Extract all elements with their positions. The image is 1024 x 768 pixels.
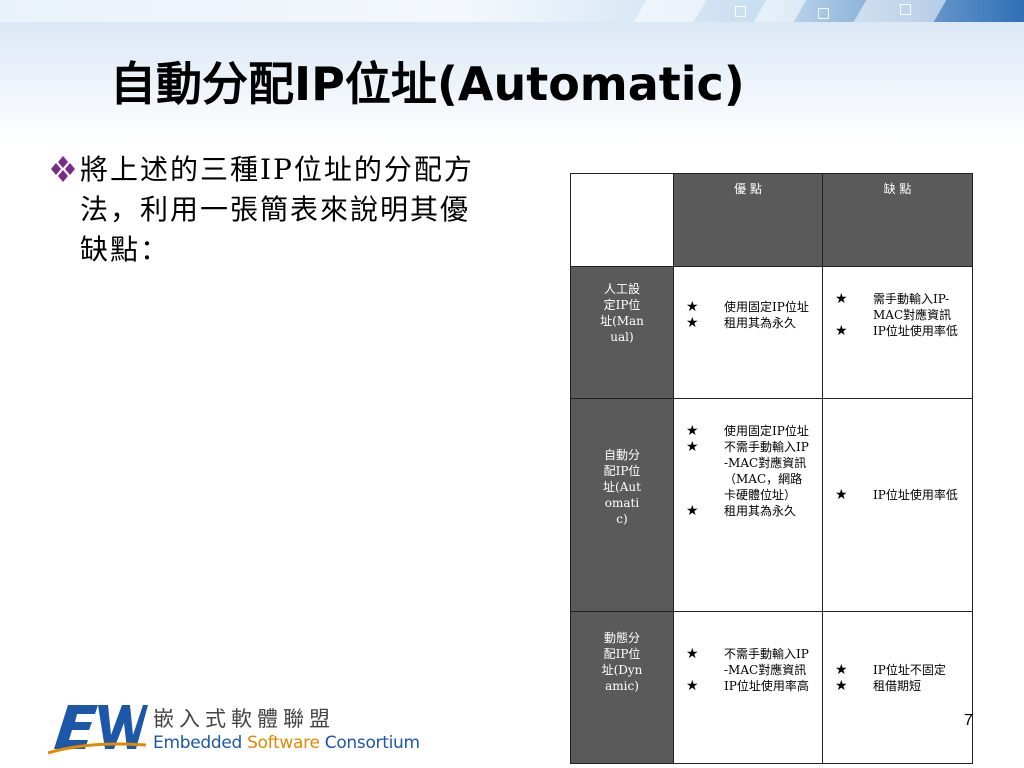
comparison-table: 優 點 缺 點 人工設定IP位址(Manual) ★使用固定IP位址 ★租用其為…: [570, 173, 973, 764]
pros-cell: ★使用固定IP位址 ★租用其為永久: [673, 266, 823, 399]
title-background: [0, 22, 1024, 142]
cons-cell: ★IP位址不固定 ★租借期短: [822, 611, 973, 764]
diamond-cluster-icon: [51, 156, 75, 182]
logo-chinese: 嵌入式軟體聯盟: [153, 707, 335, 731]
row-label: 人工設定IP位址(Manual): [570, 266, 674, 399]
list-item: ★租借期短: [835, 678, 922, 694]
list-item: ★不需手動輸入IP-MAC對應資訊: [686, 646, 809, 677]
consortium-logo: 嵌入式軟體聯盟 Embedded Software Consortium: [48, 697, 420, 757]
star-icon: ★: [686, 503, 699, 519]
star-icon: ★: [835, 487, 848, 503]
star-icon: ★: [686, 646, 699, 662]
star-icon: ★: [686, 315, 699, 331]
star-icon: ★: [835, 678, 848, 694]
list-item: ★不需手動輸入IP-MAC對應資訊（MAC，網路卡硬體位址）: [686, 439, 809, 502]
page-number: 7: [964, 712, 973, 729]
row-label: 動態分配IP位址(Dynamic): [570, 611, 674, 764]
list-item: ★租用其為永久: [686, 503, 797, 519]
cons-cell: ★需手動輸入IP-MAC對應資訊 ★IP位址使用率低: [822, 266, 973, 399]
slide-title: 自動分配IP位址(Automatic): [110, 57, 745, 111]
list-item: ★需手動輸入IP-MAC對應資訊: [835, 291, 952, 322]
list-item: ★使用固定IP位址: [686, 299, 809, 315]
esw-logo-icon: [48, 705, 148, 755]
row-label: 自動分配IP位址(Automatic): [570, 398, 674, 612]
bullet-text: 將上述的三種IP位址的分配方法，利用一張簡表來說明其優缺點：: [80, 153, 474, 266]
star-icon: ★: [835, 662, 848, 678]
list-item: ★租用其為永久: [686, 315, 797, 331]
list-item: ★使用固定IP位址: [686, 423, 809, 439]
header-blank-cell: [570, 173, 674, 267]
table-row: 自動分配IP位址(Automatic) ★使用固定IP位址 ★不需手動輸入IP-…: [570, 398, 973, 612]
logo-english: Embedded Software Consortium: [153, 733, 420, 753]
star-icon: ★: [686, 299, 699, 315]
list-item: ★IP位址使用率高: [686, 678, 809, 694]
star-icon: ★: [686, 678, 699, 694]
list-item: ★IP位址使用率低: [835, 323, 958, 339]
header-pros: 優 點: [673, 173, 823, 267]
table-row: 人工設定IP位址(Manual) ★使用固定IP位址 ★租用其為永久 ★需手動輸…: [570, 266, 973, 399]
cons-cell: ★IP位址使用率低: [822, 398, 973, 612]
star-icon: ★: [835, 291, 848, 307]
star-icon: ★: [835, 323, 848, 339]
list-item: ★IP位址不固定: [835, 662, 946, 678]
star-icon: ★: [686, 423, 699, 439]
table-header-row: 優 點 缺 點: [570, 173, 973, 267]
pros-cell: ★不需手動輸入IP-MAC對應資訊 ★IP位址使用率高: [673, 611, 823, 764]
list-item: ★IP位址使用率低: [835, 487, 958, 503]
pros-cell: ★使用固定IP位址 ★不需手動輸入IP-MAC對應資訊（MAC，網路卡硬體位址）…: [673, 398, 823, 612]
top-decorative-band: [0, 0, 1024, 22]
star-icon: ★: [686, 439, 699, 455]
table-row: 動態分配IP位址(Dynamic) ★不需手動輸入IP-MAC對應資訊 ★IP位…: [570, 611, 973, 764]
header-cons: 缺 點: [822, 173, 973, 267]
